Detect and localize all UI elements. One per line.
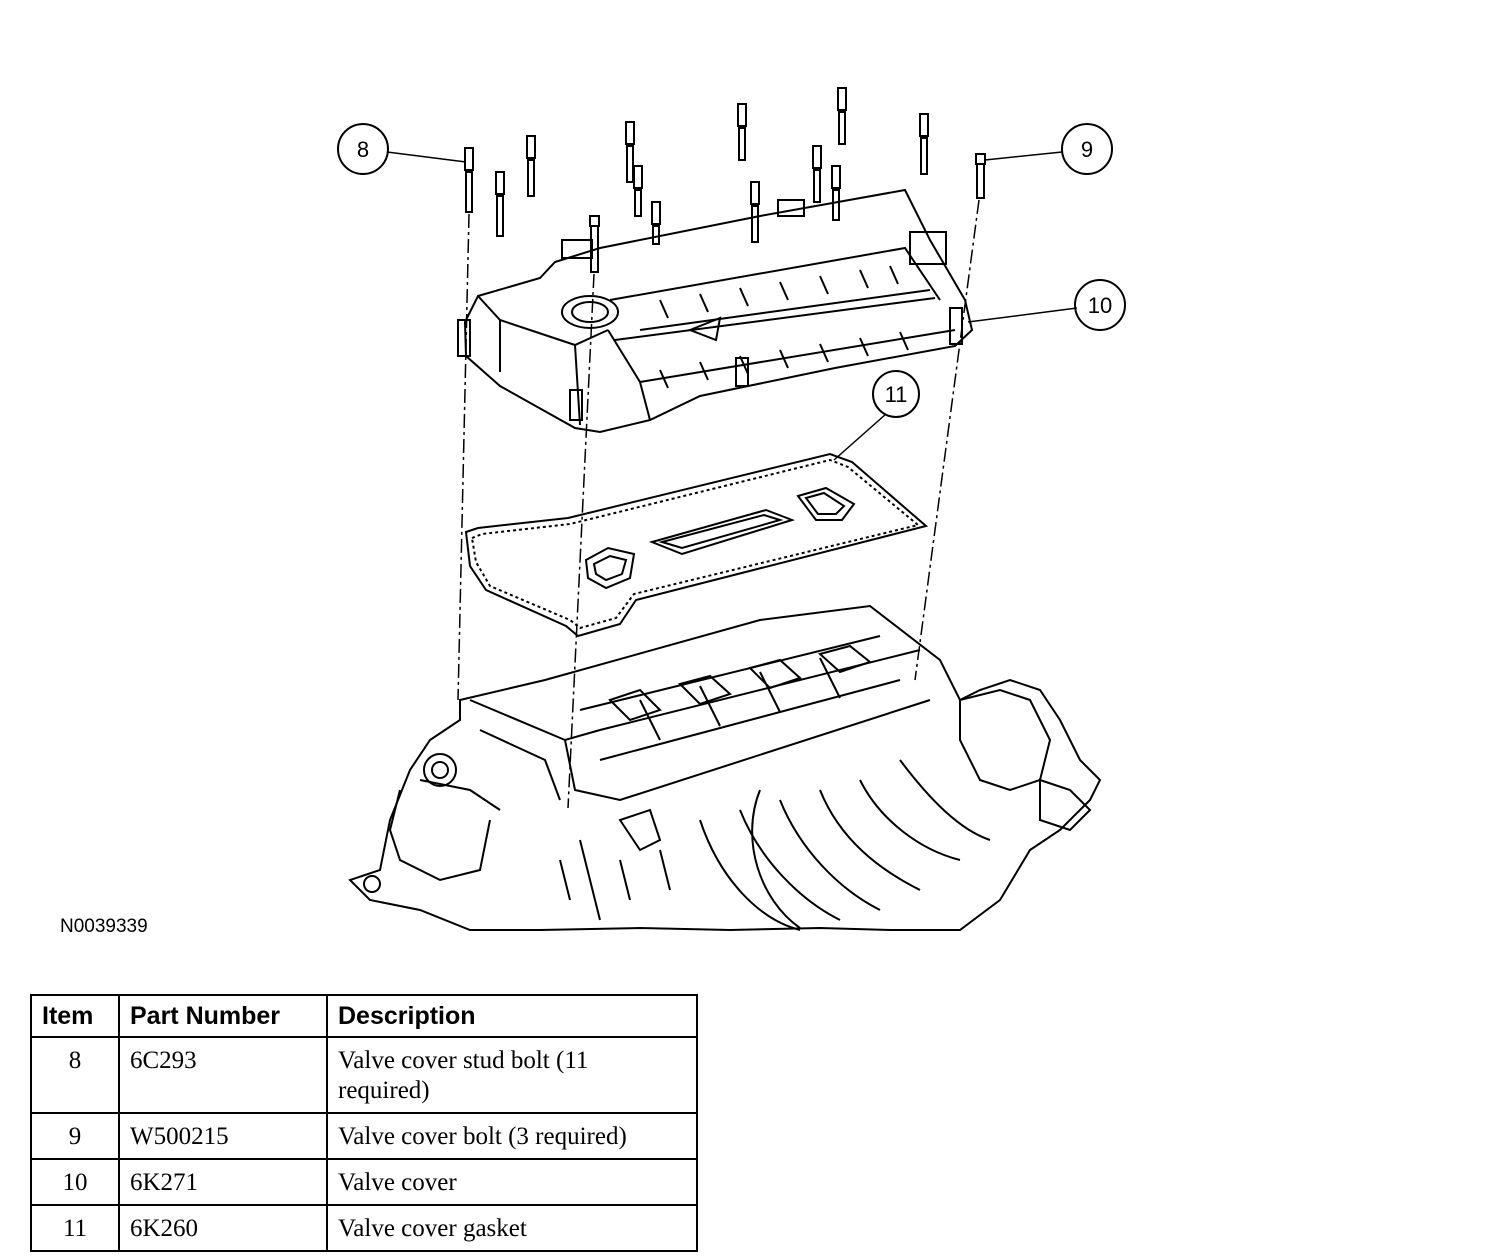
cylinder-head bbox=[348, 604, 1102, 932]
row-item: 9 bbox=[30, 1112, 120, 1160]
row-part-number: 6C293 bbox=[118, 1036, 328, 1114]
callout-circle-8 bbox=[337, 123, 389, 175]
stud-bolt bbox=[464, 147, 474, 213]
row-part-number: 6K271 bbox=[118, 1158, 328, 1206]
row-part-number: 6K260 bbox=[118, 1204, 328, 1252]
row-item: 11 bbox=[30, 1204, 120, 1252]
callout-circle-9 bbox=[1061, 123, 1113, 175]
alignment-lines bbox=[457, 199, 980, 809]
callout-circle-10 bbox=[1074, 279, 1126, 331]
valve-cover-gasket bbox=[464, 452, 929, 638]
stud-bolts bbox=[464, 87, 929, 245]
callout-leaders bbox=[386, 151, 1078, 461]
row-description: Valve cover bolt (3 required) bbox=[326, 1112, 698, 1160]
drawing-id: N0039339 bbox=[60, 916, 148, 937]
stud-bolt bbox=[812, 145, 822, 203]
stud-bolt bbox=[526, 135, 536, 197]
stud-bolt bbox=[837, 87, 847, 145]
table-row: 8 6C293 Valve cover stud bolt (11 requir… bbox=[30, 1036, 698, 1114]
parts-table: Item Part Number Description 8 6C293 Val… bbox=[30, 994, 698, 1252]
stud-bolt bbox=[625, 121, 635, 183]
stud-bolt bbox=[737, 103, 747, 161]
cover-bolt bbox=[975, 153, 986, 199]
stud-bolt bbox=[919, 113, 929, 175]
callout-label-8: 8 bbox=[357, 137, 369, 162]
stud-bolt bbox=[831, 165, 841, 221]
header-item: Item bbox=[30, 994, 120, 1038]
header-description: Description bbox=[326, 994, 698, 1038]
row-item: 10 bbox=[30, 1158, 120, 1206]
callout-label-9: 9 bbox=[1081, 137, 1093, 162]
stud-bolt bbox=[495, 171, 505, 237]
stud-bolt bbox=[633, 165, 643, 217]
exploded-view-illustration: 8 9 10 11 bbox=[337, 87, 1126, 932]
stud-bolt bbox=[651, 201, 661, 245]
row-description: Valve cover stud bolt (11 required) bbox=[326, 1036, 698, 1114]
table-row: 10 6K271 Valve cover bbox=[30, 1158, 698, 1206]
stud-bolt bbox=[750, 181, 760, 243]
callout-circle-11 bbox=[872, 370, 920, 418]
header-part-number: Part Number bbox=[118, 994, 328, 1038]
row-part-number: W500215 bbox=[118, 1112, 328, 1160]
table-row: 9 W500215 Valve cover bolt (3 required) bbox=[30, 1112, 698, 1160]
callout-label-10: 10 bbox=[1088, 293, 1112, 318]
callout-label-11: 11 bbox=[885, 382, 908, 407]
parts-table-header-row: Item Part Number Description bbox=[30, 994, 698, 1038]
table-row: 11 6K260 Valve cover gasket bbox=[30, 1204, 698, 1252]
row-item: 8 bbox=[30, 1036, 120, 1114]
row-description: Valve cover gasket bbox=[326, 1204, 698, 1252]
row-description: Valve cover bbox=[326, 1158, 698, 1206]
cover-bolts bbox=[589, 153, 986, 273]
